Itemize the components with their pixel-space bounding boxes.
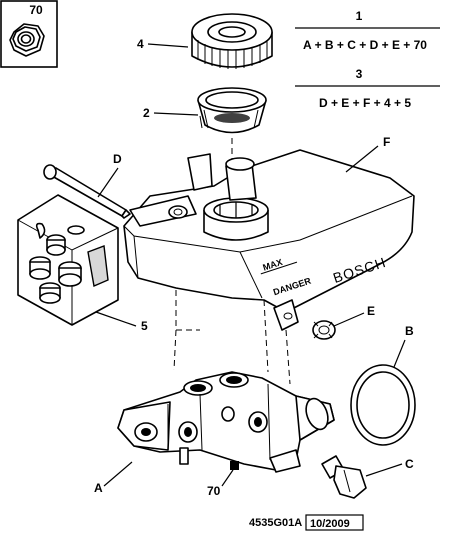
formula-3: 3 D + E + F + 4 + 5	[295, 67, 440, 110]
formula-1: 1 A + B + C + D + E + 70	[295, 9, 440, 52]
reservoir-callout-label: F	[383, 135, 390, 149]
seal-kit-box	[17, 194, 119, 326]
formula-3-number: 3	[356, 67, 363, 81]
formula-1-number: 1	[356, 9, 363, 23]
cap-callout-label: 4	[137, 37, 144, 51]
o-ring	[350, 364, 416, 446]
footer-date-box	[305, 514, 364, 531]
nut-inset-box: 70	[0, 0, 58, 68]
fluid-reservoir: MAX DANGER BOSCH	[123, 149, 415, 331]
master-cylinder	[117, 371, 335, 473]
formula-1-expression: A + B + C + D + E + 70	[303, 38, 427, 52]
formula-3-expression: D + E + F + 4 + 5	[319, 96, 411, 110]
bleed-plug	[321, 455, 367, 499]
footer-date: 10/2009	[310, 518, 350, 530]
push-rod	[43, 164, 131, 219]
filter-callout-label: 2	[143, 106, 150, 120]
footer-reference: 4535G01A	[249, 517, 302, 529]
o-ring-callout-label: B	[405, 324, 414, 338]
filter-strainer	[197, 87, 267, 134]
master-cylinder-callout-label: A	[94, 481, 103, 495]
hex-nut-icon	[9, 23, 45, 57]
bottom-nut-marker	[230, 461, 239, 470]
nut-inset-label: 70	[29, 3, 43, 17]
seal-kit-callout-label: 5	[141, 319, 148, 333]
rod-callout-label: D	[113, 152, 122, 166]
seal-parts	[29, 222, 109, 304]
reservoir-cap	[191, 13, 273, 69]
grommet-callout-label: E	[367, 304, 375, 318]
grommet	[312, 320, 336, 340]
plug-callout-label: C	[405, 457, 414, 471]
bottom-nut-callout-label: 70	[207, 484, 221, 498]
